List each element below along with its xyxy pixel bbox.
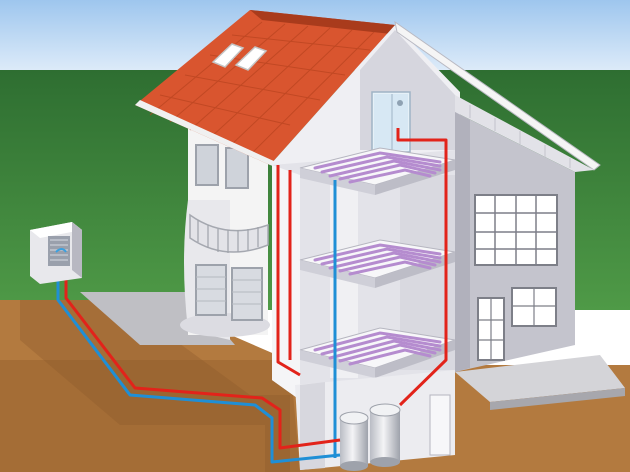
cutaway-left-wall bbox=[272, 165, 300, 400]
ground-floor-window bbox=[511, 287, 557, 327]
storage-tank-icon bbox=[369, 403, 401, 467]
floor-heating-loops-middle bbox=[313, 243, 442, 276]
upper-window-grid bbox=[474, 194, 558, 266]
hot-supply-pipe bbox=[64, 128, 448, 450]
floor-heating-loops-top bbox=[313, 151, 442, 184]
right-facade-shade bbox=[455, 112, 470, 372]
soil-shadow bbox=[0, 360, 300, 472]
cold-supply-pipe bbox=[56, 180, 341, 464]
floor-heating-loops-bottom bbox=[313, 331, 442, 366]
roof-eave bbox=[135, 100, 276, 165]
outdoor-heat-pump-icon bbox=[30, 222, 82, 284]
front-door bbox=[477, 297, 505, 361]
roof-skylights bbox=[211, 43, 268, 71]
patio-right-edge bbox=[490, 388, 625, 410]
basement-doorway bbox=[429, 394, 451, 456]
storage-tank-icon bbox=[339, 411, 369, 471]
roof-tiles bbox=[149, 21, 375, 156]
right-roof-underside bbox=[455, 95, 594, 172]
pipe-trench bbox=[20, 300, 290, 472]
shower-cabin-icon bbox=[371, 91, 411, 153]
patio-right bbox=[455, 355, 625, 402]
roof-ridge-shadow bbox=[250, 10, 400, 35]
left-wing bbox=[180, 120, 270, 340]
basement-back-wall bbox=[300, 382, 325, 470]
